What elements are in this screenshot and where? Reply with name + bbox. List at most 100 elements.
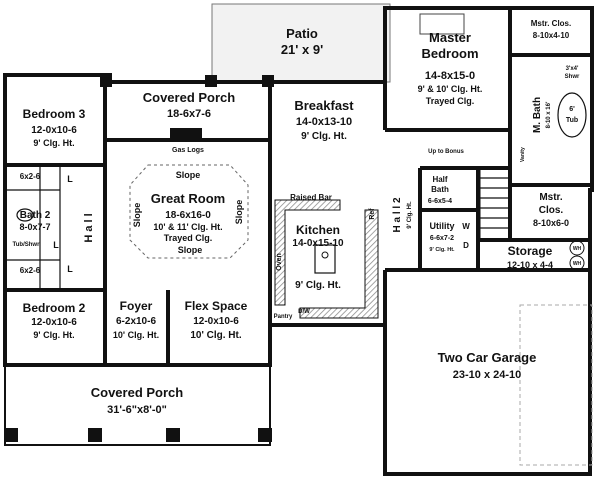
room-breakfast: Breakfast 14-0x13-10 9' Clg. Ht. [294, 98, 354, 142]
pantry-label: Pantry [274, 314, 293, 320]
dryer-label: D [463, 241, 469, 250]
room-mstr-clos-bottom: Mstr. Clos. 8-10x6-0 [533, 192, 569, 228]
porch-column [205, 75, 217, 87]
vanity-label: Vanity [520, 147, 526, 162]
washer-label: W [462, 222, 470, 231]
linen-label: L [67, 264, 73, 274]
room-dims: 8-10x4-10 [533, 31, 570, 40]
room-name: Covered Porch [143, 90, 236, 105]
room-name: Foyer [120, 299, 153, 313]
linen-label: L [67, 174, 73, 184]
room-dims: 12-10 x 4-4 [507, 260, 553, 270]
linen-label: L [53, 240, 59, 250]
room-name: Bath 2 [20, 210, 51, 221]
room-kitchen: Kitchen 14-0x15-10 9' Clg. Ht. [292, 223, 344, 291]
tub-shower-label: Tub/Shwr [13, 242, 41, 248]
closet-label: 6x2-6 [20, 266, 41, 275]
svg-text:Tub: Tub [566, 117, 578, 124]
room-half-bath: Half Bath 6-6x5-4 [428, 175, 452, 205]
room-garage: Two Car Garage 23-10 x 24-10 [438, 350, 537, 381]
garage-door [519, 304, 593, 466]
room-name: Bath [431, 185, 449, 194]
room-bedroom3: Bedroom 3 12-0x10-6 9' Clg. Ht. [23, 107, 86, 148]
shower-label: 3'x4' Shwr [565, 66, 580, 80]
room-master-bedroom: Master Bedroom 14-8x15-0 9' & 10' Clg. H… [418, 30, 483, 106]
room-dims: 14-0x13-10 [296, 116, 352, 128]
kitchen-island [314, 244, 336, 274]
oven-label: Oven [276, 253, 283, 271]
room-dims: 31'-6"x8'-0" [107, 404, 167, 416]
hall2-label: H a l l 2 9' Clg. Ht. [392, 197, 413, 232]
room-dims: 12-0x10-6 [31, 125, 77, 136]
room-name: Flex Space [185, 299, 248, 313]
water-heater-label: WH [573, 261, 582, 267]
ceiling-height: 10' & 11' Clg. Ht. [153, 222, 222, 232]
room-name: Bedroom 3 [23, 107, 86, 121]
room-name: Patio [286, 26, 318, 41]
ceiling-height: 10' Clg. Ht. [113, 330, 159, 340]
room-name: Kitchen [296, 223, 340, 237]
room-name: Great Room [151, 191, 225, 206]
room-name: Breakfast [294, 98, 354, 113]
svg-text:3'x4': 3'x4' [566, 66, 579, 72]
room-storage: Storage 12-10 x 4-4 WH WH [507, 244, 582, 270]
tub-label: 6' Tub [566, 106, 578, 124]
room-bedroom2: Bedroom 2 12-0x10-6 9' Clg. Ht. [23, 301, 86, 340]
ceiling-height: 9' Clg. Ht. [407, 201, 413, 229]
fireplace [170, 128, 202, 142]
slope-label: Slope [176, 170, 201, 180]
room-flex-space: Flex Space 12-0x10-6 10' Clg. Ht. [185, 299, 248, 341]
tray-ceiling-outline [129, 164, 249, 259]
kitchen-counter [274, 199, 341, 306]
room-name: Storage [508, 244, 553, 258]
room-dims: 18-6x16-0 [165, 210, 211, 221]
ceiling-height: 9' Clg. Ht. [33, 138, 74, 148]
ceiling-height: 9' & 10' Clg. Ht. [418, 84, 483, 94]
room-dims: 6-2x10-6 [116, 316, 156, 327]
stairs [479, 167, 511, 241]
ceiling-height: 9' Clg. Ht. [295, 280, 341, 291]
ceiling-note: Trayed Clg. [164, 233, 213, 243]
water-heater [569, 255, 585, 271]
ceiling-height: 10' Clg. Ht. [190, 330, 241, 341]
kitchen-counter [299, 209, 379, 319]
water-heater-label: WH [573, 246, 582, 252]
slope-label: Slope [234, 200, 244, 225]
room-dims: 8-10 x 16' [546, 101, 552, 128]
exterior-walls [3, 6, 594, 476]
room-dims: 8-10x6-0 [533, 218, 569, 228]
ceiling-height: 9' Clg. Ht. [301, 131, 347, 142]
closet-label: 6x2-6 [20, 172, 41, 181]
room-name: H a l l 2 [392, 197, 403, 232]
room-name: Utility [429, 221, 454, 231]
room-dims: 8-0x7-7 [19, 222, 50, 232]
ceiling-height: 9' Clg. Ht. [429, 247, 455, 253]
room-name: Half [432, 175, 447, 184]
room-dims: 14-0x15-10 [292, 238, 344, 249]
room-great-room: Slope Great Room 18-6x16-0 10' & 11' Clg… [132, 170, 244, 255]
room-foyer: Foyer 6-2x10-6 10' Clg. Ht. [113, 299, 159, 340]
porch-column [166, 428, 180, 442]
porch-column [4, 428, 18, 442]
slope-label: Slope [178, 245, 203, 255]
room-bath2: Bath 2 8-0x7-7 Tub/Shwr [13, 210, 51, 248]
room-covered-porch-bottom: Covered Porch 31'-6"x8'-0" [91, 385, 184, 416]
room-covered-porch-top: Covered Porch 18-6x7-6 [143, 90, 236, 120]
room-dims: 14-8x15-0 [425, 70, 475, 82]
room-dims: 6-6x7-2 [430, 235, 454, 242]
ceiling-note: Trayed Clg. [426, 96, 475, 106]
room-dims: 18-6x7-6 [167, 108, 211, 120]
raised-bar-label: Raised Bar [290, 193, 332, 202]
room-name: Covered Porch [91, 385, 184, 400]
closets-hall: 6x2-6 6x2-6 L L L [20, 172, 73, 275]
svg-text:6': 6' [569, 106, 575, 113]
refrigerator-label: Ref [369, 208, 376, 220]
hall-label: H a l l [83, 213, 95, 242]
room-name: M. Bath [532, 97, 543, 133]
bed-outline [419, 13, 465, 35]
porch-column [258, 428, 272, 442]
room-patio: Patio 21' x 9' [281, 26, 323, 57]
room-m-bath: M. Bath 8-10 x 16' [532, 97, 552, 133]
patio-area [211, 3, 391, 83]
kitchen-sink [321, 251, 329, 259]
